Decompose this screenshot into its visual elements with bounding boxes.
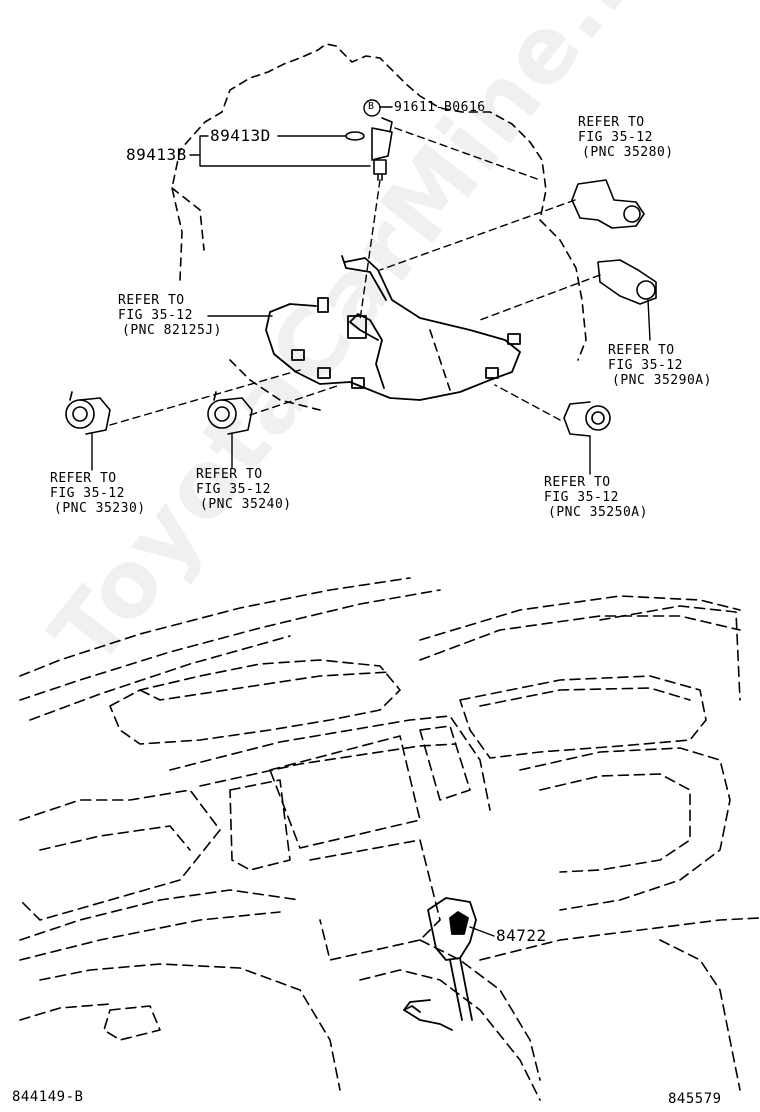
refer-35240-line2: FIG 35-12 [196, 482, 271, 497]
refer-35280-line2: FIG 35-12 [578, 130, 653, 145]
refer-35230-line1: REFER TO [50, 471, 117, 486]
wire-harness [265, 255, 521, 401]
refer-35290a-line3: (PNC 35290A) [612, 373, 712, 388]
part-84722-label: 84722 [496, 926, 547, 945]
refer-35280-line1: REFER TO [578, 115, 645, 130]
refer-35230-line2: FIG 35-12 [50, 486, 125, 501]
solenoid-35230 [65, 391, 111, 435]
part-91611-label: 91611-B0616 [394, 100, 486, 115]
refer-35240-line1: REFER TO [196, 467, 263, 482]
part-89413b-label: 89413B [126, 145, 187, 164]
refer-35250a-line1: REFER TO [544, 475, 611, 490]
dashboard-outline [19, 577, 760, 1101]
bolt-marker-circle [363, 99, 381, 117]
transmission-outline [171, 43, 587, 411]
refer-35250a-line3: (PNC 35250A) [548, 505, 648, 520]
footer-left-code: 844149-B [12, 1089, 84, 1105]
solenoid-35250A [563, 401, 611, 437]
solenoid-35290A [597, 259, 657, 305]
refer-35230-line3: (PNC 35230) [54, 501, 146, 516]
shift-lever [403, 897, 477, 1031]
refer-82125j-line3: (PNC 82125J) [122, 323, 222, 338]
part-89413d-label: 89413D [210, 126, 271, 145]
bolt-marker-letter: B [368, 101, 375, 112]
solenoid-35280 [571, 179, 645, 229]
dashed-leaders [109, 127, 601, 426]
refer-82125j-line1: REFER TO [118, 293, 185, 308]
refer-35240-line3: (PNC 35240) [200, 497, 292, 512]
footer-right-code: 845579 [668, 1091, 722, 1107]
refer-82125j-line2: FIG 35-12 [118, 308, 193, 323]
speed-sensor [345, 117, 393, 181]
refer-35280-line3: (PNC 35280) [582, 145, 674, 160]
solenoid-35240 [207, 391, 253, 435]
refer-35290a-line1: REFER TO [608, 343, 675, 358]
refer-35290a-line2: FIG 35-12 [608, 358, 683, 373]
refer-leader-lines [91, 299, 651, 475]
refer-35250a-line2: FIG 35-12 [544, 490, 619, 505]
